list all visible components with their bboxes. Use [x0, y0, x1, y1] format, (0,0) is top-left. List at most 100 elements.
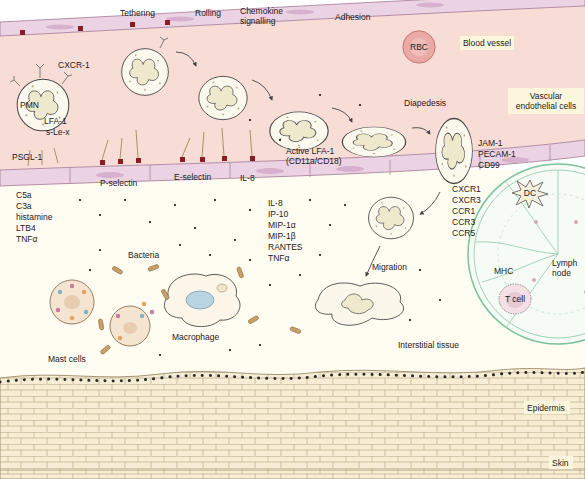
text-label: Skin: [552, 458, 569, 468]
granule-group: [116, 302, 154, 340]
chemokine-dot: [214, 199, 216, 201]
node-text: PMN: [20, 100, 39, 110]
flow-arrow: [420, 192, 440, 214]
text-label: CCR5: [452, 228, 475, 238]
text-label: E-selectin: [174, 172, 211, 182]
chemokine-dot: [409, 319, 411, 321]
text-label: Chemokine signalling: [240, 6, 288, 26]
bacteria-group: [98, 264, 301, 355]
selectin: [180, 157, 185, 162]
chemokine-dot: [309, 199, 311, 201]
chemokine-dot: [99, 214, 101, 216]
chemokine-dot: [329, 224, 331, 226]
label-background: [549, 456, 573, 469]
text-label: PECAM-1: [478, 149, 516, 159]
text-label: CD99: [478, 160, 500, 170]
endothelial-junction: [70, 145, 550, 183]
mast-cell-nucleus: [123, 322, 137, 334]
granule: [142, 302, 146, 306]
chemokine-dot: [179, 244, 181, 246]
tethering-neutrophil: [122, 49, 169, 96]
bacterium: [98, 319, 104, 331]
bacterium: [290, 326, 302, 334]
granule: [70, 284, 74, 288]
bacterium: [148, 264, 160, 272]
node-text: DC: [510, 188, 550, 198]
node-outline-shape: [17, 79, 69, 131]
ligand-stalk: [28, 128, 252, 166]
mast-cell-nucleus: [64, 295, 80, 309]
text-label: JAM-1: [478, 138, 503, 148]
granule: [82, 290, 86, 294]
epidermis-layer: [0, 368, 585, 479]
selectin: [130, 22, 135, 27]
skin-surface: [0, 470, 585, 471]
text-label: Rolling: [195, 8, 221, 18]
chemokine-dot: [89, 269, 91, 271]
text-label: IL-8: [268, 198, 283, 208]
chemokine-dot: [299, 274, 301, 276]
flow-arrow: [412, 128, 430, 134]
text-label: MHC: [494, 266, 513, 276]
chemokine-dots: [79, 94, 441, 356]
flow-arrow: [332, 108, 352, 122]
text-label: Epidermis: [527, 403, 565, 413]
granule: [58, 290, 62, 294]
chemokine-dot: [249, 259, 251, 261]
text-label: CXCR3: [452, 195, 481, 205]
granule: [116, 314, 120, 318]
node-outline-shape: [460, 36, 514, 50]
chemokine-dot: [159, 354, 161, 356]
endothelial-nucleus: [336, 166, 364, 172]
chemokine-dot: [249, 209, 251, 211]
endothelium-top: [0, 0, 585, 36]
text-label: Migration: [372, 262, 407, 272]
chemokine-dot: [194, 227, 196, 229]
endothelial-nucleus: [46, 25, 74, 30]
text-label: Bacteria: [128, 250, 159, 260]
endothelial-nucleus: [286, 10, 314, 15]
text-label: IL-8: [240, 173, 255, 183]
chemokine-dot: [269, 284, 271, 286]
rolling-neutrophil: [199, 76, 247, 119]
bacterium: [161, 289, 170, 301]
basal-cell-row: [0, 372, 585, 382]
lymph-node: Lymph nodeDCT cell: [466, 162, 585, 346]
selectin: [165, 20, 170, 25]
text-label: C5a: [16, 190, 32, 200]
endothelial-nucleus: [416, 3, 444, 8]
label-background: [524, 401, 570, 414]
chemokine-dot: [319, 254, 321, 256]
text-label: RANTES: [268, 242, 302, 252]
chemokine-dot: [259, 344, 261, 346]
granule: [118, 336, 122, 340]
label-box: Vascular endothelial cells: [508, 88, 584, 114]
granule: [70, 316, 74, 320]
bacterium: [112, 266, 124, 275]
selectin: [100, 160, 105, 165]
node-text: Blood vessel: [460, 38, 514, 48]
chemokine-dot: [174, 204, 176, 206]
node-outline-shape: [468, 164, 585, 344]
macrophage-cell: [164, 274, 240, 327]
granule: [140, 314, 144, 318]
chemokine-dot: [319, 94, 321, 96]
migrating-neutrophil: [369, 197, 414, 239]
chemokine-dot: [344, 204, 346, 206]
text-label: s-Le-x: [46, 127, 70, 137]
selectin: [250, 156, 255, 161]
text-label: Interstitial tissue: [398, 340, 459, 350]
selectin: [136, 158, 141, 163]
chemokine-dot: [229, 349, 231, 351]
text-label: Active LFA-1 (CD11a/CD18): [286, 146, 346, 166]
text-label: MIP-1α: [268, 220, 296, 230]
text-label: CCR1: [452, 206, 475, 216]
text-label: PSGL-1: [12, 152, 42, 162]
text-label: TNFα: [16, 234, 37, 244]
endothelial-nucleus: [256, 168, 284, 174]
mast-cell: [50, 280, 94, 324]
bacterium: [100, 345, 111, 355]
t-cell: T cell: [496, 282, 534, 316]
text-label: P-selectin: [100, 178, 137, 188]
